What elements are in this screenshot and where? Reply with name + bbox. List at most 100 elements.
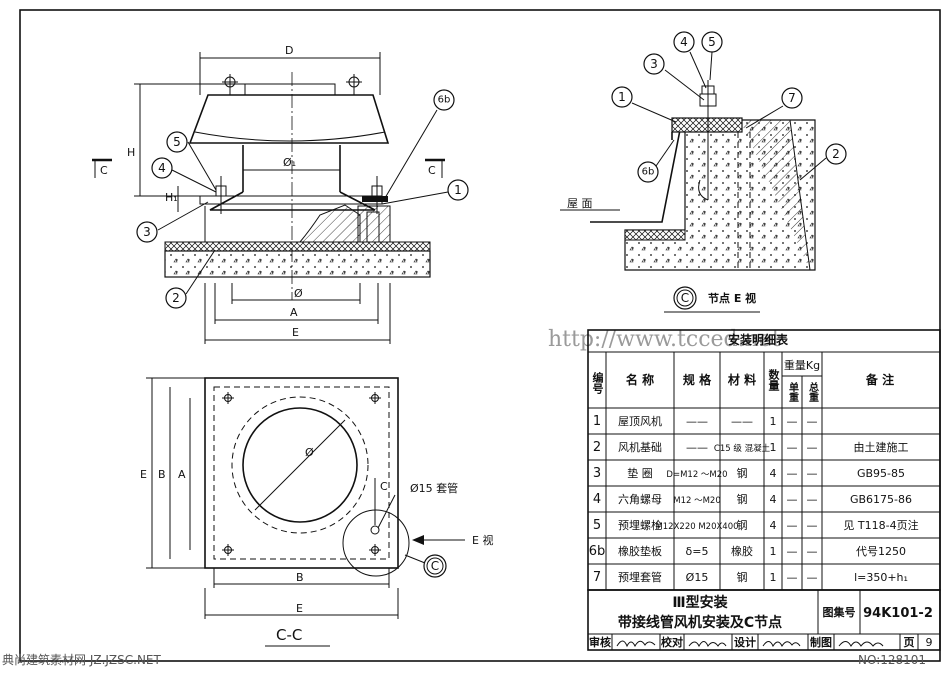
- dim-h1-label: H₁: [165, 191, 178, 204]
- table-cell-total: —: [807, 441, 818, 454]
- plan-outer-square: [204, 377, 399, 569]
- table-cell-no: 1: [593, 414, 601, 429]
- svg-text:1: 1: [454, 183, 462, 197]
- balloon-3-detail: [643, 53, 665, 75]
- plan-a-left: A: [178, 468, 186, 481]
- plan-phi-label: Ø: [305, 446, 314, 459]
- detail-e-view: 屋 面 1 3 4 5 7 2 6b C 节点 E 视: [560, 31, 847, 313]
- dim-h-label: H: [127, 146, 135, 159]
- table-cell-no: 3: [593, 466, 601, 481]
- plan-sleeve-label: Ø15 套管: [410, 481, 458, 495]
- hdr-name: 名 称: [626, 372, 654, 387]
- footer-right: NO:128101: [858, 653, 926, 667]
- hdr-remark: 备 注: [865, 372, 894, 387]
- fan-hood: [188, 94, 390, 144]
- detail-rubber-pad: [671, 117, 743, 133]
- dim-d-label: D: [285, 44, 293, 57]
- dim-phi1-label: Ø₁: [283, 156, 296, 169]
- design-label: 设计: [734, 635, 756, 649]
- svg-text:2: 2: [832, 147, 840, 161]
- balloon-6b-detail: [637, 161, 659, 183]
- plan-detail-circle: [342, 509, 410, 577]
- roof-label: 屋 面: [567, 197, 593, 210]
- table-cell-unit: —: [787, 441, 798, 454]
- svg-text:3: 3: [650, 57, 658, 71]
- balloon-1-elev: [447, 179, 469, 201]
- svg-text:C: C: [431, 559, 439, 573]
- plan-e-left: E: [140, 468, 147, 481]
- table-cell-name: 垫 圈: [627, 466, 653, 480]
- draw-label: 制图: [810, 635, 832, 649]
- table-cell-total: —: [807, 467, 818, 480]
- balloon-7-detail: [781, 87, 803, 109]
- table-cell-name: 预埋螺栓: [618, 518, 662, 532]
- plan-inner-dash: [213, 386, 390, 560]
- table-cell-remark: 代号1250: [856, 545, 906, 558]
- plan-c-label: C: [380, 480, 388, 493]
- footer-left: 典尚建筑素材网 JZ.JZSC.NET: [2, 652, 162, 667]
- hdr-no: 编号: [591, 372, 604, 394]
- table-cell-unit: —: [787, 571, 798, 584]
- table-cell-spec: δ=5: [686, 545, 709, 558]
- balloon-4-elev: [151, 157, 173, 179]
- table-cell-total: —: [807, 571, 818, 584]
- plan-b-bottom: B: [296, 571, 304, 584]
- svg-text:C: C: [681, 291, 689, 305]
- svg-text:3: 3: [143, 225, 151, 239]
- table-cell-name: 风机基础: [618, 440, 662, 454]
- fan-elevation-view: D H H₁ Ø₁ Ø A E C C 5: [92, 44, 469, 344]
- rubber-pad-6b: [362, 196, 388, 202]
- plan-cc-view: Ø E B A B E C Ø15 套管: [140, 377, 493, 647]
- table-cell-unit: —: [787, 519, 798, 532]
- section-mark-right: C: [428, 164, 436, 177]
- lifting-lug-right: [346, 74, 362, 95]
- table-cell-no: 4: [593, 492, 601, 507]
- review-label: 审核: [589, 635, 611, 649]
- table-cell-total: —: [807, 545, 818, 558]
- table-cell-no: 7: [593, 570, 601, 585]
- hdr-material: 材 料: [727, 372, 756, 387]
- hdr-weight: 重量Kg: [784, 358, 820, 372]
- table-cell-unit: —: [787, 493, 798, 506]
- table-cell-unit: —: [787, 545, 798, 558]
- table-cell-qty: 1: [770, 441, 777, 454]
- sleeve-pipe: [366, 211, 380, 243]
- signature-draw: [838, 641, 884, 647]
- balloon-3-elev: [136, 221, 158, 243]
- balloon-4-detail: [673, 31, 695, 53]
- signature-design: [762, 641, 801, 648]
- table-cell-material: 橡胶: [731, 544, 753, 558]
- table-cell-material: 钢: [737, 467, 748, 480]
- svg-text:4: 4: [158, 161, 166, 175]
- section-mark-left: C: [100, 164, 108, 177]
- table-cell-no: 5: [593, 518, 601, 533]
- plan-title: C-C: [276, 626, 302, 644]
- balloon-5-elev: [166, 131, 188, 153]
- table-cell-spec: Ø15: [686, 571, 709, 584]
- hdr-spec: 规 格: [683, 372, 712, 387]
- title-line-1: Ⅲ型安装: [672, 594, 728, 611]
- table-title: 安装明细表: [728, 332, 789, 347]
- installation-schedule-table: 安装明细表 编号 名 称 规 格 材 料 数量 重量Kg 单重 总重 备 注 1…: [587, 329, 941, 591]
- page-label: 页: [904, 636, 915, 649]
- table-cell-remark: 由土建施工: [854, 440, 909, 454]
- svg-text:4: 4: [680, 35, 688, 49]
- roof-slab: [164, 250, 431, 278]
- table-cell-name: 预埋套管: [618, 570, 662, 584]
- plan-e-bottom: E: [296, 602, 303, 615]
- table-cell-total: —: [807, 519, 818, 532]
- svg-text:2: 2: [172, 291, 180, 305]
- balloon-2-elev: [165, 287, 187, 309]
- plan-sleeve: [370, 525, 380, 535]
- table-cell-spec: ——: [686, 441, 708, 454]
- dim-a-label: A: [290, 306, 298, 319]
- table-cell-name: 橡胶垫板: [618, 544, 662, 558]
- dim-e-label: E: [292, 326, 299, 339]
- table-cell-material: ——: [731, 415, 753, 428]
- svg-text:7: 7: [788, 91, 796, 105]
- table-cell-qty: 1: [770, 545, 777, 558]
- dim-phi-label: Ø: [294, 287, 303, 300]
- table-cell-name: 屋顶风机: [618, 414, 662, 428]
- detail-title: 节点 E 视: [708, 291, 756, 305]
- balloon-2-detail: [825, 143, 847, 165]
